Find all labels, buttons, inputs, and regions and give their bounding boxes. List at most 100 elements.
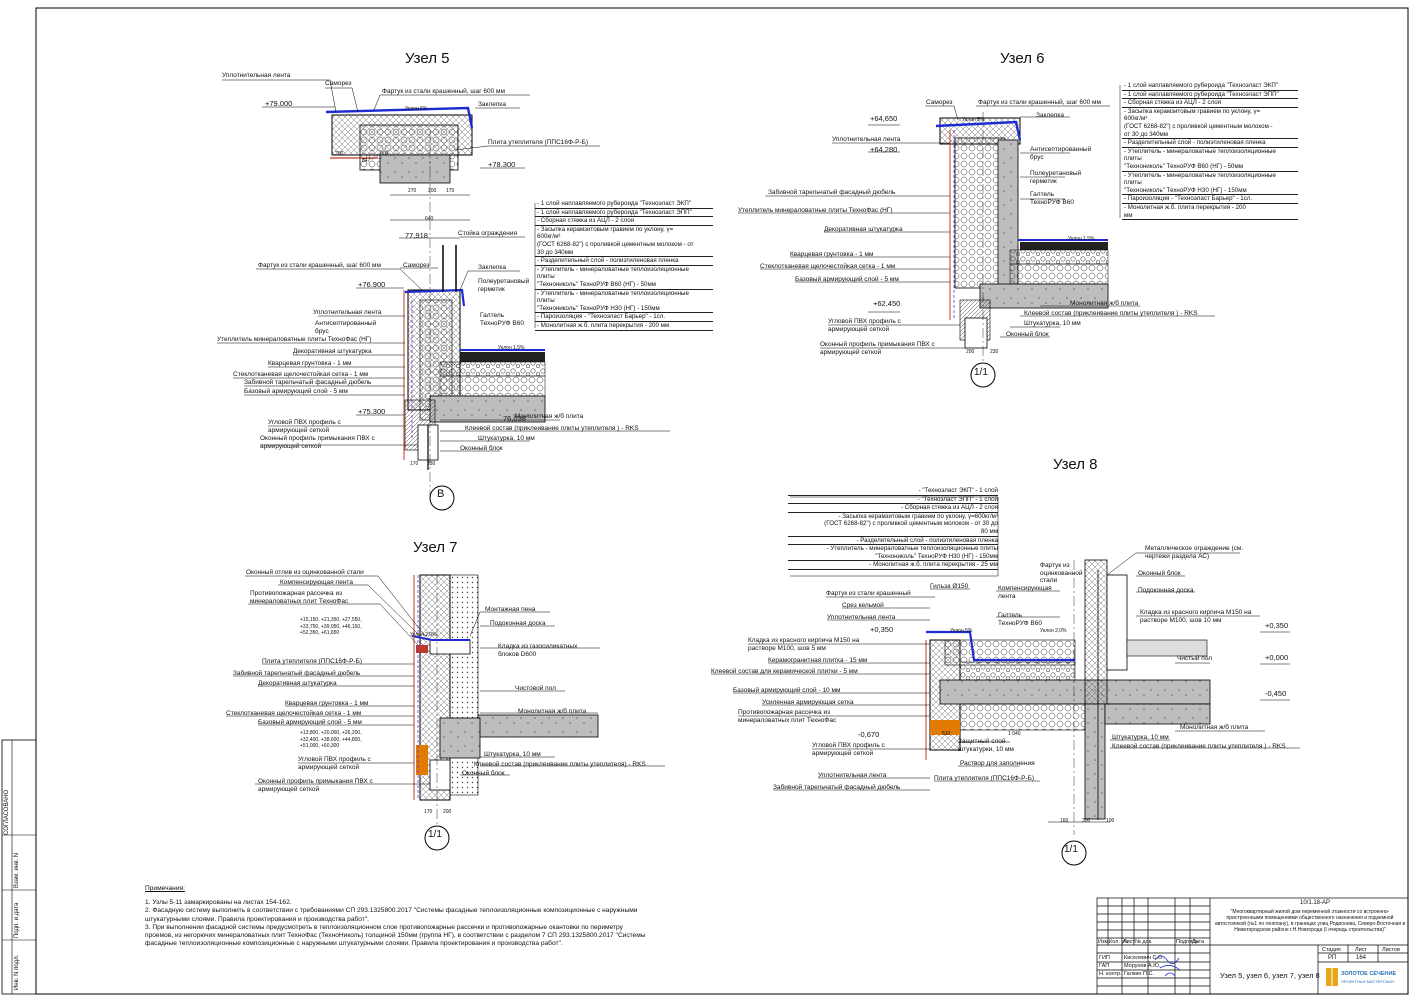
n6-label: Забивной тарельчатый фасадный дюбель (768, 189, 896, 196)
tb-col-header: Изм. (1098, 939, 1110, 945)
tb-col-header: № док. (1135, 939, 1153, 945)
n8-label: Защитный слой штукатурки, 10 мм (958, 738, 1014, 753)
n7-label: Базовый армирующий слой - 5 мм (258, 719, 362, 726)
n8-label: Угловой ПВХ профиль с армирующей сеткой (812, 742, 885, 757)
tb-name: Киселевич С.О. (1124, 955, 1164, 961)
sheet-title: Узел 5, узел 6, узел 7, узел 8 (1220, 971, 1320, 980)
n6-label: Антисептированный брус (1030, 146, 1092, 161)
spec-line: 80 мм (788, 528, 998, 537)
spec-line: - Пароизоляция - "Техноэласт Барьер" - 1… (1122, 195, 1298, 204)
n8-label: Усиленная армирующая сетка (762, 699, 854, 706)
n5-elevation: +76.900 (358, 280, 386, 289)
note-line: 3. При выполнении фасадной системы преду… (145, 923, 623, 931)
n8-label: Плита утеплителя (ППС16Ф-Р-Б) (934, 775, 1035, 782)
n5-label: Саморез (403, 262, 430, 269)
n5-label: Стойка ограждения (458, 230, 517, 237)
n7-label: Клеевой состав (приклеивание плиты утепл… (474, 761, 646, 768)
n5-label: Плита утеплителя (ППС16Ф-Р-Б) (488, 139, 589, 146)
spec-line: 30 до 340мм (535, 249, 713, 258)
n7-label: Подоконная доска (490, 620, 546, 627)
n5-label: Уклон 1,5% (498, 345, 525, 351)
spec-line: плиты (1124, 179, 1142, 187)
tb-sheet: 164 (1356, 955, 1367, 961)
spec-line: (ГОСТ 6268-82") с проливкой цементным мо… (1124, 122, 1273, 130)
n8-label: Металлическое ограждение (см. чертежи ра… (1145, 545, 1244, 560)
spec-line: - Утеплитель - минераловатные теплоизоля… (1124, 171, 1276, 179)
spec-line: мм (1122, 212, 1298, 221)
note-line: штукатурными слоями. Правила проектирова… (145, 915, 369, 923)
tb-name: Галкин П.С. (1124, 971, 1154, 977)
node8-title: Узел 8 (1053, 456, 1098, 473)
spec-line: (ГОСТ 6268-82") с проливкой цементным мо… (824, 520, 998, 528)
project-name: "Многоквартирный жилой дом переменной эт… (1214, 909, 1406, 933)
note-line: фасадные теплоизоляционные композиционны… (145, 940, 563, 948)
n5-label: Уплотнительная лента (222, 72, 291, 79)
n5-label: Декоративная штукатурка (293, 348, 372, 355)
n6-label: Уклон 5% (962, 117, 985, 123)
n7-axis-marker: 1/1 (428, 829, 442, 840)
side-stamp-sign-date: Подп. и дата (14, 902, 20, 938)
n6-label: Саморез (926, 99, 953, 106)
n5-label: Клеевой состав (приклеивание плиты утепл… (465, 425, 639, 432)
company-logo (1326, 968, 1338, 986)
n5-elevation: 76,038 (503, 414, 526, 423)
n6-label: Кварцевая грунтовка - 1 мм (790, 251, 874, 258)
n6-label: Монолитная ж/б плита (1070, 300, 1139, 307)
n5-label: Саморез (325, 80, 352, 87)
n5-label: Уплотнительная лента (313, 309, 382, 316)
n8-dim: 1 040 (1008, 731, 1021, 737)
n6-label: Утеплитель минераловатные плиты ТехноФас… (738, 207, 893, 214)
spec-line: - "Техноэласт ЭПП" - 1 слой (788, 496, 998, 505)
n8-layer-spec: - "Техноэласт ЭКП" - 1 слой - "Техноэлас… (788, 487, 998, 570)
n6-label: Декоративная штукатурка (824, 226, 903, 233)
n5-label: Заклепка (478, 101, 506, 108)
spec-line: - Утеплитель - минераловатные теплоизоля… (537, 289, 689, 297)
n5-dim: 170 (446, 188, 455, 194)
n8-label: Фартук из стали крашенный (826, 590, 911, 597)
n5-axis-marker: В (437, 488, 445, 500)
n8-label: Компенсирующая лента (998, 585, 1052, 600)
company-subtitle: ПРОЕКТНАЯ МАСТЕРСКАЯ (1341, 979, 1394, 984)
n8-label: Клеевой состав для керамической плитки -… (711, 668, 858, 675)
node7-title: Узел 7 (413, 539, 458, 556)
n5-label: Полеуретановый герметик (478, 278, 530, 293)
n7-label: Оконный профиль примыкания ПВХ с армирую… (258, 778, 373, 793)
n6-label: Галтель ТехноРУФ В60 (1030, 191, 1074, 206)
n7-label: Чистовой пол (515, 685, 556, 692)
node8-drawing (711, 496, 1300, 866)
n7-elevations: +13,800, +20,000, +26,200, +32,400, +38,… (300, 730, 362, 749)
n5-dim: 900 (380, 151, 389, 157)
title-block-frame (1096, 897, 1409, 995)
n5-label: Монолитная ж/б плита (515, 413, 584, 420)
n5-label: Фартук из стали крашенный, шаг 600 мм (258, 262, 381, 269)
n6-elevation: +64,280 (870, 145, 898, 154)
n8-axis-marker: 1/1 (1064, 844, 1078, 855)
n7-label: Монтажная пена (485, 606, 536, 613)
n7-dim: 200 (443, 809, 452, 815)
n8-elevation: -0,450 (1265, 689, 1287, 698)
n8-elevation: +0,000 (1265, 653, 1289, 662)
spec-line: - 1 слой наплавляемого рубероида "Техноэ… (1122, 82, 1298, 91)
n8-label: Чистый пол (1177, 655, 1213, 662)
spec-line: - Засыпка керамзитовым гравием по уклону… (537, 225, 674, 233)
n5-label: Забивной тарельчатый фасадный дюбель (244, 379, 372, 386)
n7-label: Стеклотканевая щелочестойкая сетка - 1 м… (226, 710, 362, 717)
node6-drawing (738, 85, 1215, 388)
n6-dim: 230 (990, 349, 999, 355)
n8-elevation: -0,670 (858, 730, 880, 739)
n7-label: Оконный отлив из оцинкованной стали (246, 569, 364, 576)
n8-dim: 300 (1082, 818, 1091, 824)
n7-dim: 170 (424, 809, 433, 815)
n8-label: Керамогранитная плитка - 15 мм (768, 657, 868, 664)
side-stamp-inv-sub: Взам. инв. N (14, 852, 20, 888)
spec-line: - Сборная стяжка из АЦЛ - 2 слоя (1122, 99, 1298, 108)
spec-line: - Сборная стяжка из АЦЛ - 2 слоя (788, 504, 998, 513)
spec-line: - Утеплитель - минераловатные теплоизоля… (826, 545, 998, 553)
n6-label: Угловой ПВХ профиль с армирующей сеткой (828, 318, 901, 333)
n8-label: Гильза Ø150 (930, 583, 969, 590)
tb-name: Морунов А.Ю. (1124, 963, 1161, 969)
side-stamp-inv-orig: Инв. N подл. (14, 954, 20, 990)
node5-drawing (217, 79, 670, 511)
n7-label: Штукатурка, 10 мм (484, 751, 541, 758)
n8-label: Базовый армирующий слой - 10 мм (733, 687, 841, 694)
